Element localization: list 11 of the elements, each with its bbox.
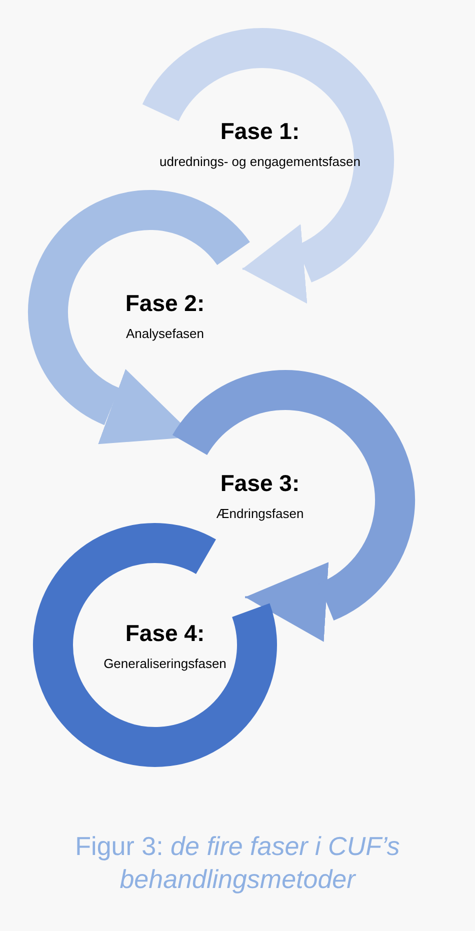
phase-heading: Fase 1: (220, 118, 300, 145)
arrow (242, 224, 308, 304)
phase-heading: Fase 2: (125, 290, 205, 317)
arrow (245, 562, 329, 642)
phase-description: Analysefasen (126, 325, 204, 343)
figure-caption: Figur 3: de fire faser i CUF’s behandlingsmetoder (74, 830, 401, 895)
phase-description: Ændringsfasen (216, 505, 304, 523)
phase-description: Generaliseringsfasen (104, 655, 226, 673)
phase-heading: Fase 4: (125, 620, 205, 647)
phase-description: udrednings- og engagementsfasen (160, 153, 360, 171)
phase-heading: Fase 3: (220, 470, 300, 497)
